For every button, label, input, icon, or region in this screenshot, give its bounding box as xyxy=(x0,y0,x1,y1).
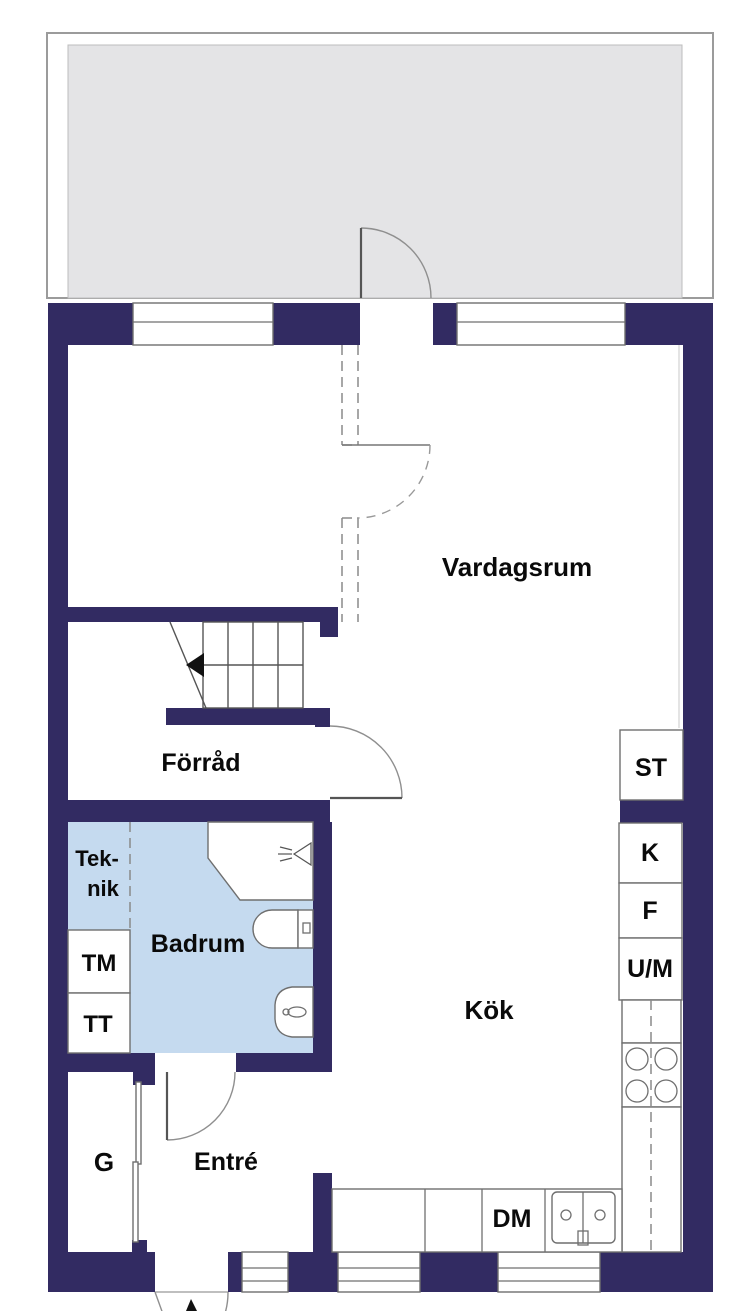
washing-machine-box xyxy=(67,929,131,994)
freezer-box xyxy=(618,882,683,939)
storage-door xyxy=(329,725,403,800)
wardrobe-label: G xyxy=(94,1147,114,1177)
storage-wall xyxy=(166,708,330,725)
dashed-door-swing xyxy=(356,444,431,519)
fridge-label: K xyxy=(641,839,659,867)
tech-label-line2: nik xyxy=(87,876,120,901)
doors xyxy=(132,725,403,1311)
bathroom-fixtures xyxy=(67,821,314,1054)
entrance-door xyxy=(154,1291,229,1311)
windows xyxy=(132,302,626,1293)
left-exterior-wall xyxy=(48,303,68,1292)
toilet xyxy=(252,909,314,949)
freezer-label: F xyxy=(642,897,657,925)
bathroom-sink xyxy=(274,986,314,1038)
kitchen-sink xyxy=(551,1191,616,1246)
window-north-2 xyxy=(456,302,626,346)
kitchen-niche-wall xyxy=(620,800,713,823)
entrance-kitchen-wall xyxy=(313,1173,332,1252)
tall-cabinet-box xyxy=(619,729,684,801)
entrance-label: Entré xyxy=(194,1148,258,1176)
window-south-1 xyxy=(241,1251,289,1293)
balcony xyxy=(46,32,714,299)
shower xyxy=(207,821,314,901)
dashed-partition xyxy=(341,345,431,622)
entrance-arrow-icon xyxy=(186,1299,197,1311)
tumble-dryer-label: TT xyxy=(83,1011,113,1038)
bathroom-label: Badrum xyxy=(151,930,245,958)
oven-microwave-label: U/M xyxy=(627,955,673,983)
bathroom-north-wall xyxy=(68,800,330,822)
living-room-label: Vardagsrum xyxy=(442,552,592,582)
faucet-icon xyxy=(577,1230,589,1246)
staircase xyxy=(169,621,304,709)
window-south-2 xyxy=(337,1251,421,1293)
shower-head-icon xyxy=(278,841,312,867)
bathroom-east-wall xyxy=(313,822,332,1053)
stair-hall-wall xyxy=(68,607,338,622)
tech-label-line1: Tek- xyxy=(75,846,119,871)
interior-walls xyxy=(68,607,713,1252)
kitchen-fixtures xyxy=(331,345,684,1253)
tumble-dryer-box xyxy=(67,992,131,1054)
window-south-3 xyxy=(497,1251,601,1293)
fridge-box xyxy=(618,822,683,884)
storage-label: Förråd xyxy=(161,749,240,777)
balcony-floor xyxy=(67,44,683,299)
appliance-labels: TM TT ST K F U/M DM xyxy=(82,754,673,1233)
kitchen-label: Kök xyxy=(464,995,514,1025)
wardrobe-sliding-door xyxy=(132,1081,142,1243)
window-north-1 xyxy=(132,302,274,346)
washing-machine-label: TM xyxy=(82,950,117,977)
dishwasher-label: DM xyxy=(493,1205,532,1233)
bathroom-door xyxy=(165,1071,236,1141)
tall-cabinet-label: ST xyxy=(635,754,667,782)
balcony-door-swing xyxy=(360,227,432,299)
stair-direction-arrow xyxy=(186,653,204,677)
room-labels: Vardagsrum Förråd Tek- nik Badrum Kök En… xyxy=(75,552,592,1177)
